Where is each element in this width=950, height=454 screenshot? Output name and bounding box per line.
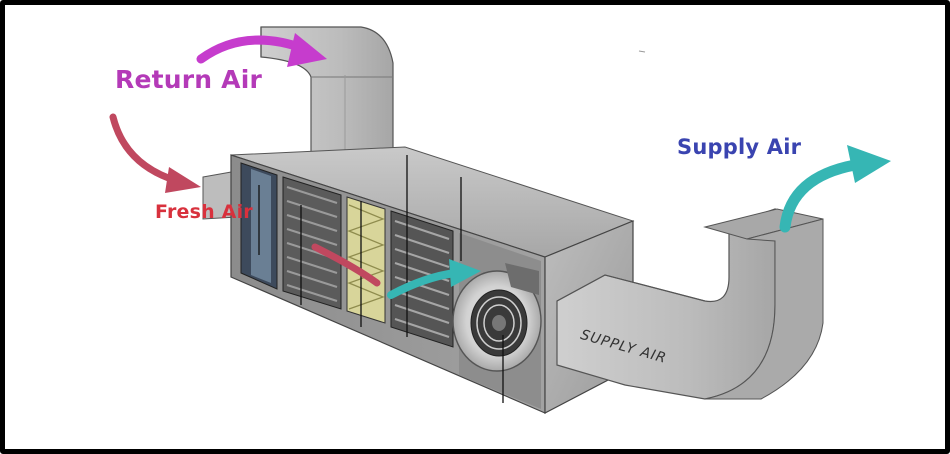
pre-filter-section	[282, 176, 342, 310]
pointer-lines	[258, 155, 504, 403]
supply-air-duct	[556, 208, 824, 400]
supply-air-label: Supply Air	[677, 135, 802, 159]
return-air-label: Return Air	[115, 65, 263, 94]
fresh-air-label: Fresh Air	[155, 201, 253, 223]
supply-air-arrow	[779, 145, 891, 233]
filter-bank	[346, 196, 386, 324]
blower-fan	[452, 233, 542, 409]
mixed-air-arrow	[311, 243, 381, 287]
return-air-arrow	[196, 33, 327, 67]
fresh-air-arrow	[109, 113, 201, 193]
ahu-diagram	[109, 26, 891, 414]
flow-arrow-through-unit	[387, 259, 481, 299]
